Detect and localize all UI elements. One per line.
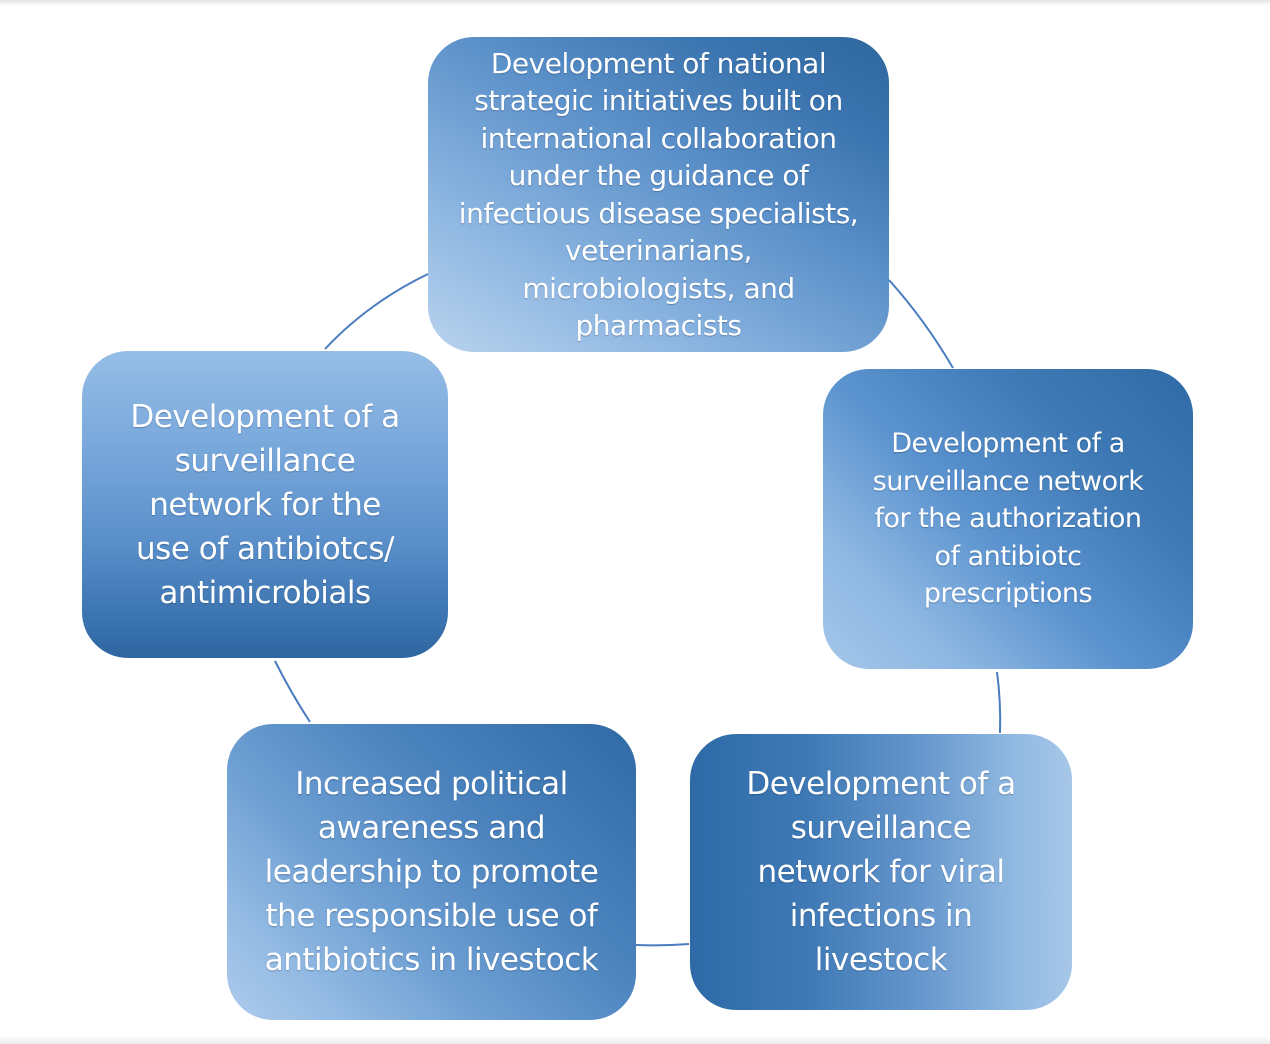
bottom-shade: [0, 1036, 1270, 1044]
node-label: Development of a surveillance network fo…: [130, 398, 400, 611]
node-prescription-surveillance-network: Development of a surveillance network fo…: [823, 369, 1193, 669]
connector-2-3: [996, 671, 1002, 734]
node-label: Development of a surveillance network fo…: [872, 428, 1144, 610]
node-political-awareness-leadership: Increased political awareness and leader…: [227, 724, 636, 1020]
connector-4-5: [274, 660, 311, 723]
connector-5-1: [324, 273, 429, 350]
connector-3-4: [635, 943, 690, 947]
node-label: Increased political awareness and leader…: [264, 766, 599, 978]
node-label: Development of a surveillance network fo…: [746, 766, 1016, 978]
node-national-strategic-initiatives: Development of national strategic initia…: [428, 37, 889, 352]
top-shade: [0, 0, 1270, 6]
node-antibiotic-use-surveillance-network: Development of a surveillance network fo…: [82, 351, 448, 658]
node-label: Development of national strategic initia…: [458, 46, 859, 343]
node-viral-infection-surveillance-network: Development of a surveillance network fo…: [690, 734, 1072, 1010]
connector-1-2: [888, 279, 954, 369]
